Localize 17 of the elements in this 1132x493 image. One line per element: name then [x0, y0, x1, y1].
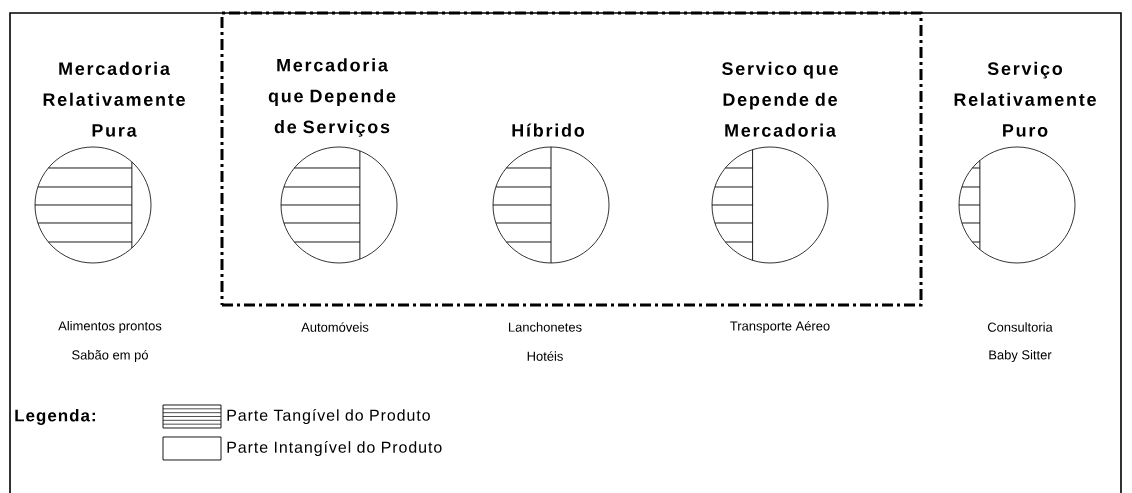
dash-dot-frame [220, 11, 923, 307]
legend-text: Parte Intangível do Produto [227, 440, 442, 456]
column-heading: Mercadoria Relativamente Pura [43, 61, 185, 137]
example-text: Automóveis [301, 322, 369, 332]
example-text: Alimentos prontos [58, 320, 162, 334]
legend-text: Parte Tangível do Produto [227, 408, 430, 424]
column-heading: Mercadoria que Depende de Serviços [268, 58, 396, 137]
column-heading: Serviço Relativamente Puro [954, 61, 1096, 137]
example-text: Baby Sitter [989, 349, 1052, 363]
example-text: Hotéis [527, 351, 563, 361]
example-text: Lanchonetes [509, 322, 582, 332]
column-heading: Servico que Depende de Mercadoria [722, 61, 838, 137]
example-text: Consultoria [987, 322, 1053, 332]
column-heading: Híbrido [512, 123, 585, 137]
legend-heading: Legenda: [15, 409, 95, 425]
example-text: Transporte Aéreo [730, 320, 830, 334]
example-text: Sabão em pó [72, 349, 148, 363]
